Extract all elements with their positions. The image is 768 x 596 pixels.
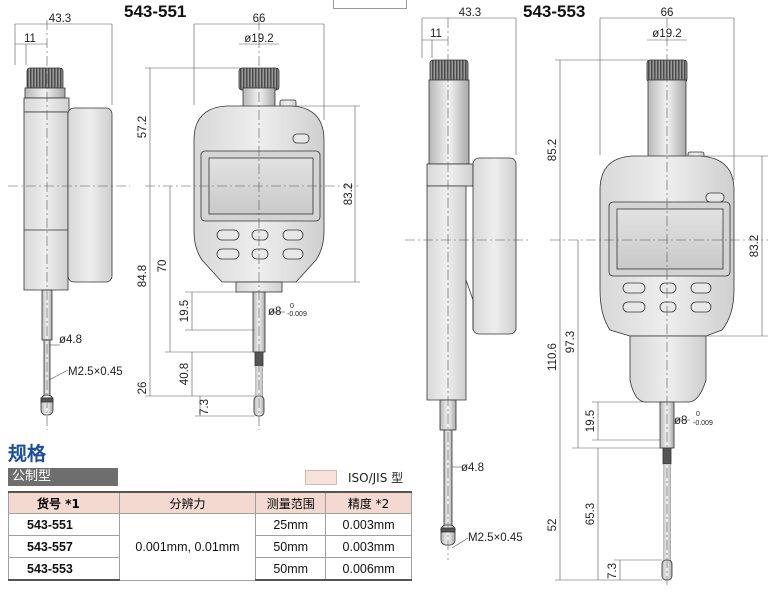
dim-right-spindle-dia: ø4.8 — [461, 462, 484, 474]
col-header-range: 测量范围 — [255, 491, 327, 514]
spec-table: 货号 *1 分辨力 测量范围 精度 *2 543-551 0.001mm, 0.… — [8, 491, 412, 581]
dim-left-stem-clear: 19.5 — [179, 300, 191, 322]
dim-left-side-width: 43.3 — [49, 13, 71, 25]
dim-right-side-width: 43.3 — [459, 7, 481, 19]
dim-left-cap-dia: ø19.2 — [244, 33, 273, 45]
dim-left-tip-len: 40.8 — [179, 363, 191, 385]
dim-right-stem-clear: 19.5 — [585, 410, 597, 432]
cell-accuracy: 0.006mm — [325, 557, 412, 581]
dim-right-height-top: 85.2 — [547, 139, 559, 161]
dim-right-cap-dia: ø19.2 — [652, 28, 681, 40]
dim-right-stem-len: 97.3 — [565, 331, 577, 353]
dim-right-tip-small: 7.3 — [607, 563, 619, 579]
dim-right-height-body: 83.2 — [749, 235, 761, 257]
spec-subtitle: 公制型 — [8, 468, 118, 486]
dim-right-stem-dia: ø8 — [674, 415, 687, 427]
col-header-accuracy: 精度 *2 — [325, 491, 412, 514]
cell-range: 25mm — [255, 513, 327, 536]
cell-model: 543-551 — [8, 513, 120, 536]
table-row: 543-551 0.001mm, 0.01mm 25mm 0.003mm — [8, 513, 412, 581]
table-header-row: 货号 *1 分辨力 测量范围 精度 *2 — [8, 491, 412, 514]
frame-fragment — [333, 0, 407, 9]
dim-left-side-offset: 11 — [24, 33, 36, 45]
dim-left-front-width: 66 — [253, 13, 266, 25]
col-header-resolution: 分辨力 — [118, 491, 257, 514]
model-label-left: 543-551 — [124, 2, 187, 21]
cell-resolution: 0.001mm, 0.01mm — [118, 513, 257, 581]
dim-right-front-width: 66 — [661, 7, 674, 19]
dim-left-tip-small: 7.3 — [199, 399, 211, 415]
legend-swatch — [305, 470, 337, 485]
dim-left-height-top: 57.2 — [137, 116, 149, 138]
left-side-view — [23, 67, 113, 416]
dim-left-travel: 26 — [137, 382, 149, 395]
dim-right-tip-len: 65.3 — [585, 503, 597, 525]
cell-range: 50mm — [255, 557, 327, 581]
dim-left-spindle-dia: ø4.8 — [59, 334, 82, 346]
spec-title: 规格 — [8, 443, 47, 465]
cell-model: 543-557 — [8, 535, 120, 558]
cell-accuracy: 0.003mm — [325, 513, 412, 536]
dim-left-stem-tol-upper: 0 — [290, 303, 294, 310]
legend-label: ISO/JIS 型 — [348, 471, 404, 485]
dim-left-stem-tol-lower: -0.009 — [287, 311, 307, 318]
cell-range: 50mm — [255, 535, 327, 558]
table-row: 543-557 50mm 0.003mm — [8, 535, 412, 558]
cell-model: 543-553 — [8, 557, 120, 581]
dim-right-thread: M2.5×0.45 — [468, 532, 523, 544]
dim-right-stem-tol-lower: -0.009 — [693, 420, 713, 427]
dim-right-total-height: 110.6 — [547, 343, 559, 371]
cell-accuracy: 0.003mm — [325, 535, 412, 558]
dim-left-thread: M2.5×0.45 — [68, 366, 123, 378]
left-front-view — [193, 67, 325, 417]
dim-left-total-height: 84.8 — [137, 265, 149, 287]
col-header-model: 货号 *1 — [8, 491, 120, 514]
dim-left-stem-dia: ø8 — [268, 306, 281, 318]
dim-left-stem-len: 70 — [157, 260, 169, 273]
dim-left-height-body: 83.2 — [343, 183, 355, 205]
dim-right-travel: 52 — [547, 519, 559, 532]
table-row: 543-553 50mm 0.006mm — [8, 557, 412, 581]
dim-right-stem-tol-upper: 0 — [696, 411, 700, 418]
dim-right-side-offset: 11 — [430, 28, 442, 40]
right-front-view — [599, 59, 735, 581]
model-label-right: 543-553 — [523, 2, 586, 21]
